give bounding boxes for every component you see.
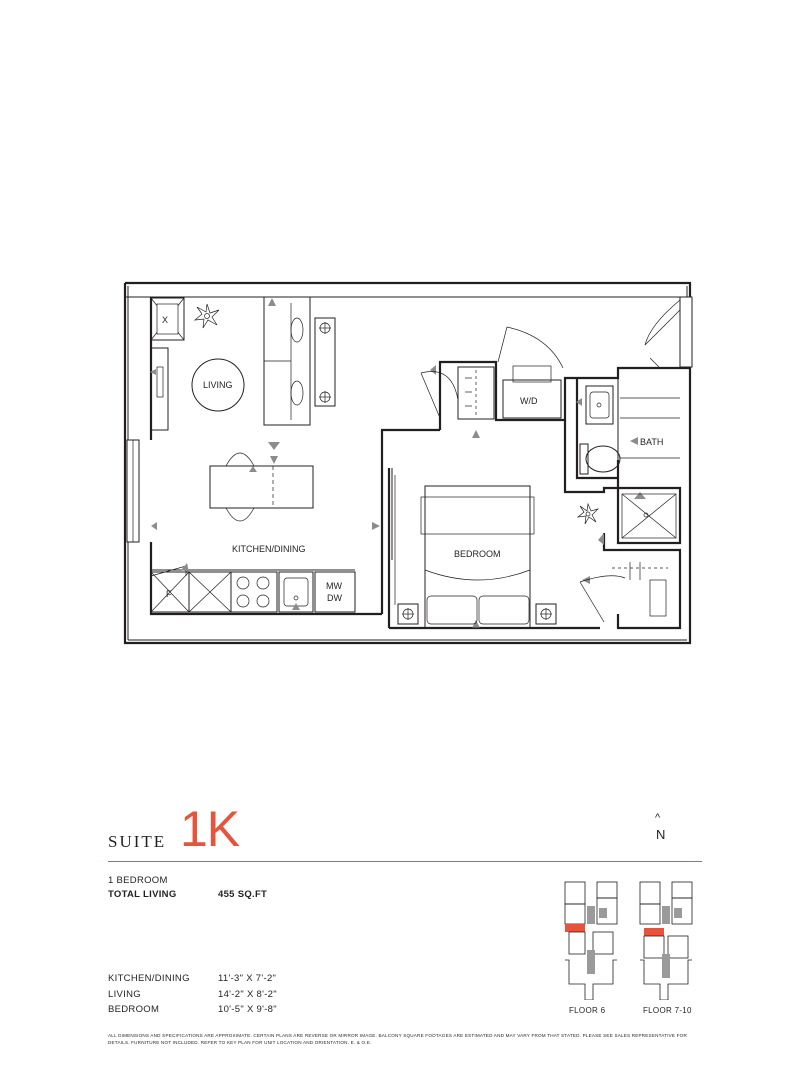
mw-label: MW [326, 581, 342, 591]
floor-plan: X LIVING [123, 281, 693, 645]
room-dimension-row: KITCHEN/DINING 11'-3" X 7'-2" [108, 973, 276, 984]
suite-word: SUITE [108, 832, 167, 851]
exterior-walls [123, 281, 693, 645]
room-name: BEDROOM [108, 1004, 160, 1015]
suite-code: 1K [180, 801, 240, 857]
keyplan-floor-7-10 [639, 881, 693, 1000]
interior-walls [125, 296, 690, 630]
keyplan-label: FLOOR 7-10 [643, 1006, 692, 1015]
bathroom: BATH [579, 299, 681, 475]
wall-console [314, 317, 336, 407]
bedroom-count: 1 BEDROOM [108, 875, 168, 886]
tv-console [150, 347, 169, 431]
shelf-ticks [465, 377, 641, 580]
keyplan-floor-6 [564, 881, 618, 1000]
room-dimension-row: LIVING 14'-2" X 8'-2" [108, 989, 277, 1000]
north-arrow-icon: ^ [655, 812, 661, 824]
hall-closet [420, 366, 495, 420]
accent-divider [108, 861, 702, 862]
bedroom-label: BEDROOM [454, 549, 501, 559]
room-name: KITCHEN/DINING [108, 973, 190, 984]
cabinet-label: X [162, 315, 168, 325]
door-markers [151, 365, 646, 628]
sofa [263, 296, 311, 426]
room-size: 10'-5" X 9'-8" [218, 1004, 277, 1015]
sliding-door [391, 468, 396, 605]
wd-label: W/D [520, 396, 538, 406]
total-living-label: TOTAL LIVING [108, 889, 177, 900]
kitchen-counter: F MW DW [150, 563, 356, 613]
plant-icon [193, 303, 220, 329]
kitchen-dining-label: KITCHEN/DINING [232, 544, 306, 554]
room-dimension-row: BEDROOM 10'-5" X 9'-8" [108, 1004, 277, 1015]
north-label: N [656, 827, 666, 842]
room-size: 14'-2" X 8'-2" [218, 989, 277, 1000]
bath-label: BATH [640, 437, 663, 447]
dw-label: DW [327, 593, 342, 603]
bed: BEDROOM [397, 485, 557, 629]
keyplan-label: FLOOR 6 [569, 1006, 606, 1015]
total-living-value: 455 SQ.FT [218, 889, 268, 900]
bedroom-plant-icon [576, 502, 600, 525]
fridge-label: F [166, 589, 172, 599]
bedroom-closet [579, 567, 668, 623]
storage-cabinet: X [150, 297, 185, 341]
room-name: LIVING [108, 989, 141, 1000]
room-size: 11'-3" X 7'-2" [218, 973, 277, 984]
total-living-row: TOTAL LIVING 455 SQ.FT [108, 889, 267, 900]
legal-disclaimer: All dimensions and specifications are ap… [108, 1033, 687, 1045]
living-table: LIVING [191, 358, 245, 412]
living-label: LIVING [203, 380, 233, 390]
shower [621, 493, 677, 539]
dining-table [209, 442, 314, 522]
washer-dryer: W/D [497, 326, 564, 419]
